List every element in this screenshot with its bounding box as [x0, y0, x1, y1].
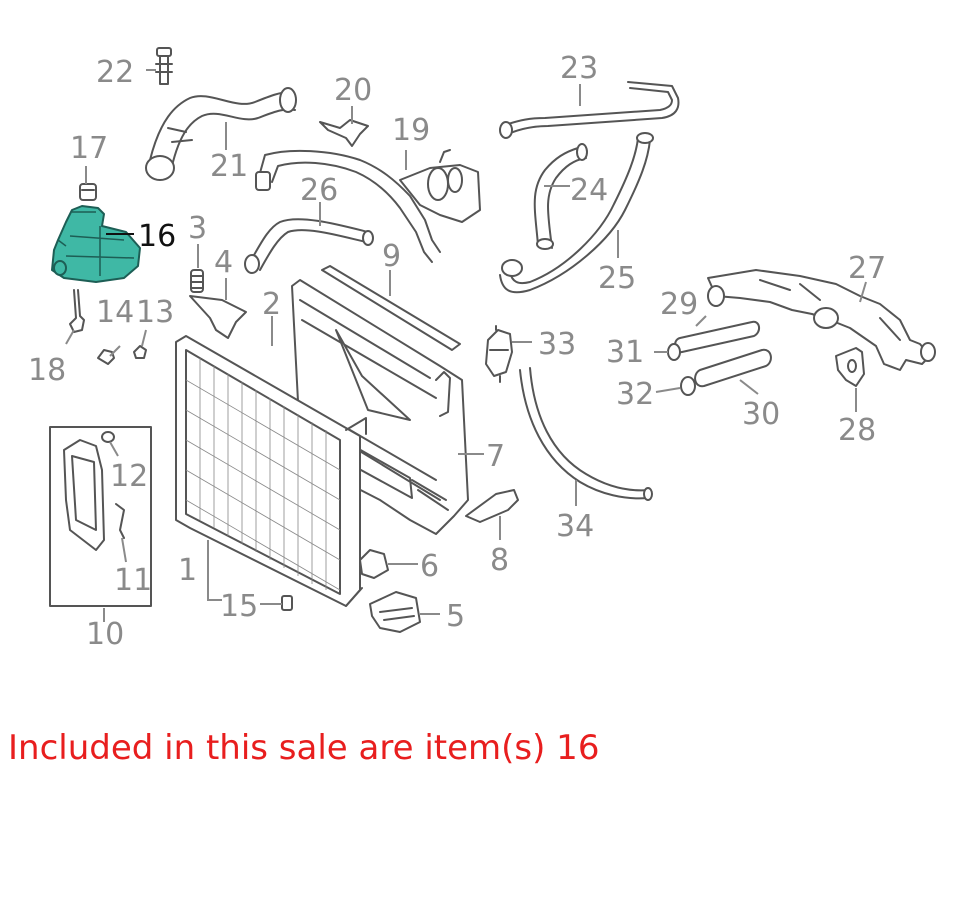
part-31-ring	[667, 343, 681, 361]
leader-lines	[65, 69, 867, 622]
callout-14: 14	[96, 295, 134, 330]
part-12-cap	[101, 431, 115, 443]
part-22-sensor	[155, 47, 173, 85]
callout-25: 25	[598, 261, 636, 296]
part-9-seal	[321, 265, 461, 351]
sale-caption: Included in this sale are item(s) 16	[8, 728, 600, 768]
part-19-pipe	[255, 149, 481, 263]
part-33-valve	[485, 325, 513, 383]
callout-27: 27	[848, 251, 886, 286]
callout-12: 12	[110, 459, 148, 494]
callout-16: 16	[138, 219, 176, 254]
callout-17: 17	[70, 131, 108, 166]
callout-labels: 1 2 3 4 5 6 7 8 9 10 11 12 13 14 15 16 1…	[28, 51, 886, 652]
part-10-kit-box	[49, 426, 152, 607]
part-11-pin	[115, 503, 125, 539]
callout-13: 13	[136, 295, 174, 330]
part-18-plug	[69, 289, 85, 333]
part-1-radiator	[175, 329, 411, 607]
callout-7: 7	[486, 439, 505, 474]
part-27-manifold	[707, 269, 936, 371]
callout-9: 9	[382, 239, 401, 274]
part-6-bracket	[359, 549, 389, 579]
part-3-clip	[190, 269, 204, 293]
part-34-hose	[519, 367, 653, 501]
callout-11: 11	[114, 563, 152, 598]
radiator-core-grid	[185, 358, 341, 591]
callout-8: 8	[490, 543, 509, 578]
callout-19: 19	[392, 113, 430, 148]
part-28-gasket	[835, 347, 865, 387]
callout-20: 20	[334, 73, 372, 108]
part-17-cap	[79, 183, 97, 201]
callout-23: 23	[560, 51, 598, 86]
part-5-mount	[369, 591, 421, 633]
part-26-hose	[244, 218, 374, 274]
callout-29: 29	[660, 287, 698, 322]
part-23-hose	[499, 81, 680, 139]
callout-26: 26	[300, 173, 338, 208]
callout-34: 34	[556, 509, 594, 544]
part-14-fastener	[97, 349, 115, 365]
callout-32: 32	[616, 377, 654, 412]
part-29-tube	[674, 320, 760, 354]
callout-30: 30	[742, 397, 780, 432]
callout-33: 33	[538, 327, 576, 362]
callout-15: 15	[220, 589, 258, 624]
parts-diagram: 1 2 3 4 5 6 7 8 9 10 11 12 13 14 15 16 1…	[28, 47, 936, 652]
callout-4: 4	[214, 245, 233, 280]
callout-28: 28	[838, 413, 876, 448]
callout-31: 31	[606, 335, 644, 370]
part-20-bracket	[319, 119, 369, 147]
part-32-ring	[680, 376, 696, 396]
part-24-hose	[533, 143, 588, 250]
callout-24: 24	[570, 173, 608, 208]
part-13-fastener	[133, 345, 147, 359]
callout-18: 18	[28, 353, 66, 388]
part-21-upper-hose	[145, 87, 297, 181]
callout-5: 5	[446, 599, 465, 634]
callout-6: 6	[420, 549, 439, 584]
part-25-hose	[499, 132, 654, 294]
part-15-plug	[281, 595, 293, 611]
callout-2: 2	[262, 287, 281, 322]
part-16-expansion-tank	[51, 205, 141, 283]
callout-22: 22	[96, 55, 134, 90]
callout-3: 3	[188, 211, 207, 246]
part-30-tube	[694, 348, 772, 388]
part-4-bracket	[189, 295, 247, 339]
callout-10: 10	[86, 617, 124, 652]
callout-21: 21	[210, 149, 248, 184]
part-8-bracket	[465, 489, 519, 523]
callout-1: 1	[178, 553, 197, 588]
